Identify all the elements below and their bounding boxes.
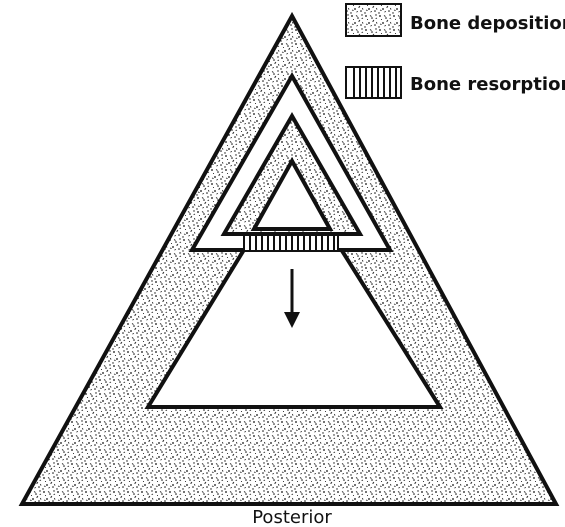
legend-resorption-label: Bone resorption (410, 74, 565, 95)
legend-resorption-item: Bone resorption (346, 67, 565, 98)
legend: Bone deposition Bone resorption (346, 4, 565, 98)
posterior-label: Posterior (252, 507, 332, 527)
legend-deposition-item: Bone deposition (346, 4, 565, 36)
legend-deposition-label: Bone deposition (410, 13, 565, 34)
stipple-pattern-swatch (346, 4, 401, 36)
resorption-strip (244, 235, 338, 251)
